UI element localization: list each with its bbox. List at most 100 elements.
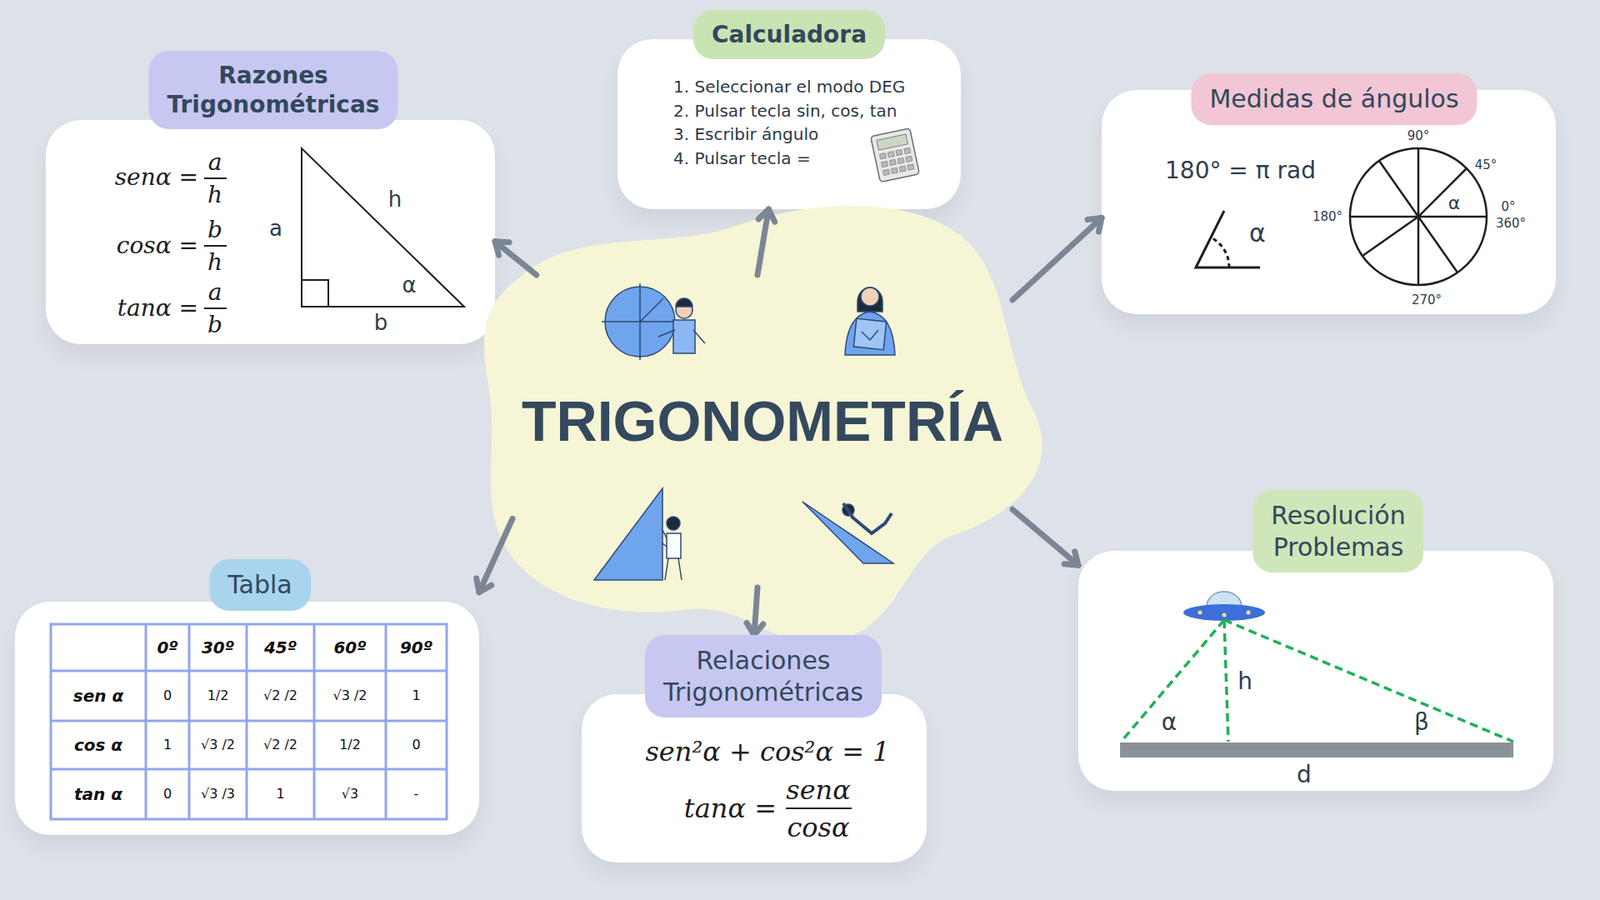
text-wrap: 1/2 [339, 736, 361, 753]
calculator-icon-part-part [905, 155, 913, 162]
box-background [581, 694, 927, 863]
text-wrap: b [207, 215, 223, 245]
node-text: 3. Escribir ángulo [673, 124, 819, 145]
text-wrap: 30º [201, 637, 235, 658]
text-wrap: 180° = π rad [1165, 156, 1316, 185]
text-wrap: 270° [1411, 291, 1442, 308]
node-text: b [207, 215, 223, 245]
text-wrap: b [374, 310, 389, 336]
heading-pill: Razones Trigonométricas [149, 50, 399, 130]
text-wrap: 90º [400, 637, 433, 658]
calculator-icon-part-part [899, 165, 906, 172]
calculator-icon-part [870, 128, 920, 183]
right-triangle-part [301, 280, 329, 307]
diagram-label: 0º [156, 637, 178, 658]
text-wrap: sen α [73, 685, 124, 706]
unit-circle-figure-part [658, 330, 705, 344]
text-wrap: tan α [74, 784, 123, 805]
text-wrap: √2 /2 [263, 736, 298, 753]
diagram-label: a [269, 215, 283, 242]
diagram-label: 1/2 [207, 687, 230, 704]
text-wrap: - [414, 785, 420, 802]
diagram-label: 1 [163, 736, 172, 753]
text-wrap: a [269, 215, 283, 242]
calculator-icon-part-part [879, 153, 886, 160]
diagram-label: 1 [275, 785, 285, 802]
arrow-head [1064, 551, 1079, 566]
text-wrap: 1/2 [207, 687, 230, 704]
connector-line [1012, 217, 1102, 300]
text-wrap: a [208, 148, 223, 177]
student-figure-part [860, 287, 880, 306]
diagram-label: α [1161, 708, 1177, 737]
text-wrap: tanα = [117, 294, 199, 323]
topic-box: Razones Trigonométricassenα =ahcosα =bht… [45, 50, 495, 345]
text-wrap: 0 [163, 687, 172, 704]
text-wrap: √3 /3 [200, 785, 235, 802]
unit-circle-figure-part [673, 320, 695, 354]
node-text: a [208, 148, 223, 177]
sight-lines-part [1122, 620, 1225, 740]
table-grid-part [50, 624, 447, 820]
diagram-label: cos α [74, 735, 123, 755]
text-wrap: 0 [163, 785, 172, 802]
diagram-label: h [1237, 667, 1253, 696]
ufo-figure-part [1198, 610, 1203, 615]
ufo-figure-part [1246, 610, 1251, 615]
calculator-icon-part [879, 147, 915, 175]
calculator-icon-part-part [889, 159, 896, 165]
text-wrap: 60º [333, 637, 366, 658]
text-wrap: senα = [115, 163, 199, 192]
student-figure-part [845, 311, 895, 355]
calculator-icon-part-part [895, 149, 903, 155]
heading-wrap: Medidas de ángulos [1190, 73, 1477, 125]
diagram-label: √3 [341, 785, 359, 802]
node-text: TRIGONOMETRÍA [521, 390, 1004, 453]
text-wrap: √2 /2 [263, 687, 298, 704]
student-figure-part [861, 330, 879, 340]
text-wrap: α [1161, 708, 1177, 737]
fraction-bar-part [204, 177, 227, 180]
node-text: 4. Pulsar tecla = [673, 148, 811, 169]
triangle-figure-part [666, 533, 681, 559]
text-wrap: 45° [1475, 156, 1498, 173]
node-text: h [207, 248, 223, 277]
text-wrap: 0° [1500, 198, 1515, 215]
text-wrap: cosα = [116, 231, 199, 260]
text-wrap: α [1249, 218, 1266, 249]
table-grid [50, 624, 447, 820]
diagram-label: d [1296, 760, 1312, 790]
unit-circle-figure [601, 283, 705, 360]
ground-bar [1120, 742, 1514, 758]
connector-arrow [476, 519, 513, 593]
triangle-figure-part [662, 530, 682, 580]
diagram-label: 0 [163, 687, 172, 704]
student-figure [845, 287, 895, 355]
text-wrap: sen²α + cos²α = 1 [645, 735, 890, 768]
angle-circle [1350, 148, 1487, 285]
text-wrap: h [1237, 667, 1253, 696]
node-text: cosα = [116, 231, 199, 260]
unit-circle-figure-part [601, 283, 679, 360]
node-text: tanα = [117, 294, 199, 323]
text-wrap: √3 [341, 785, 359, 802]
diagram-label: β [1414, 708, 1430, 737]
text-wrap: 1. Seleccionar el modo DEG [673, 76, 905, 97]
text-wrap: TRIGONOMETRÍA [521, 390, 1004, 453]
text-wrap: cosα [786, 811, 850, 844]
diagram-label: 90º [400, 637, 433, 658]
text-wrap: tanα = [684, 792, 777, 825]
node-text: sen²α + cos²α = 1 [645, 735, 890, 768]
connector-arrow [746, 587, 764, 635]
connector-line [495, 241, 537, 275]
heading-wrap: Razones Trigonométricas [149, 50, 399, 130]
heading-pill: Medidas de ángulos [1190, 73, 1477, 125]
heading-wrap: Relaciones Trigonométricas [645, 635, 882, 718]
diagram-label: b [374, 310, 389, 336]
sight-lines-part [1224, 620, 1229, 742]
diagram-label: √2 /2 [263, 736, 298, 753]
sliding-figure-part [843, 503, 892, 534]
sliding-figure [802, 501, 894, 564]
right-triangle [301, 148, 465, 307]
unit-circle-figure-part [675, 298, 693, 307]
